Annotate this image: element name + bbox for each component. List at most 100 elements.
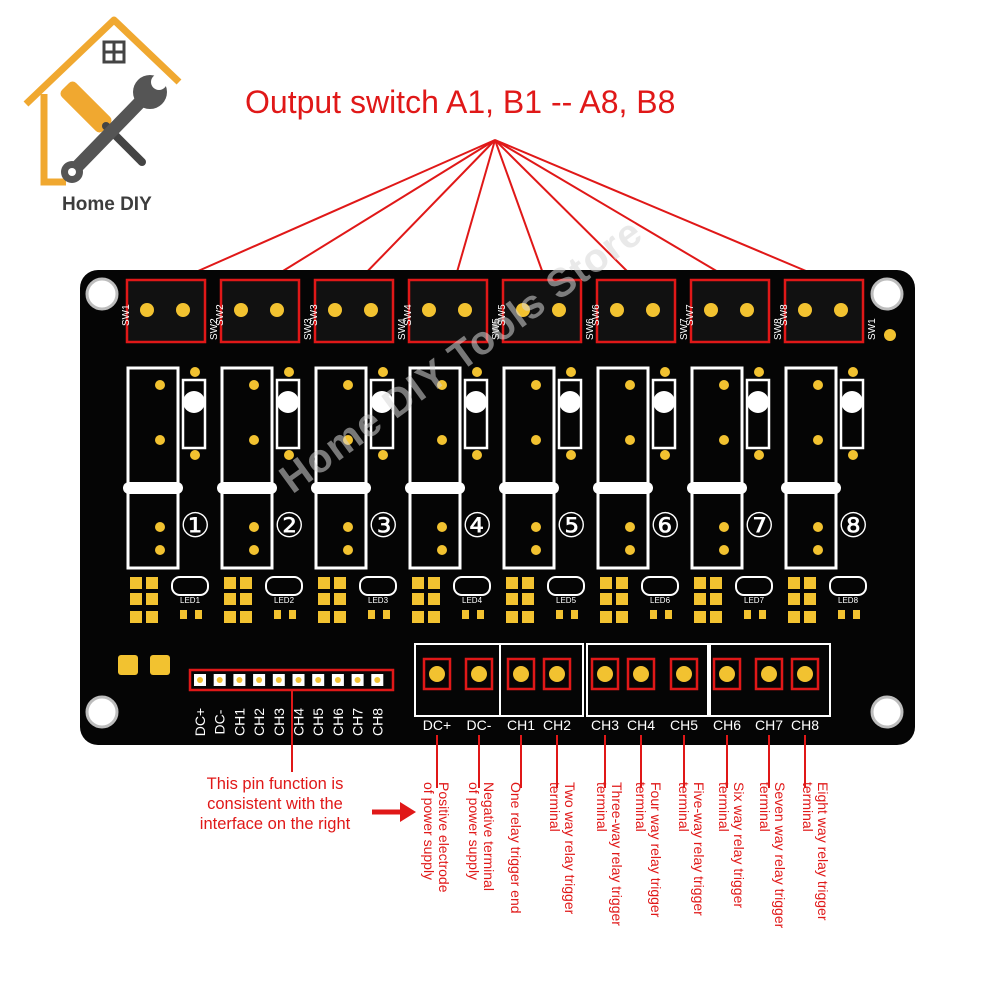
- smd-pad: [130, 577, 142, 589]
- led-pad: [477, 610, 484, 619]
- relay-number: ②: [274, 506, 304, 546]
- terminal-silk-label: CH7: [755, 717, 783, 733]
- relay-pin: [625, 522, 635, 532]
- terminal-description: Three-way relay trigger terminal: [594, 782, 625, 926]
- header-pin-hole: [275, 677, 282, 683]
- led-pad: [650, 610, 657, 619]
- terminal-description: Negative terminal of power supply: [466, 782, 497, 891]
- diode-body: [183, 391, 205, 413]
- screw-terminal-pad: [471, 666, 487, 682]
- switch-silk-label: SW7: [685, 304, 696, 326]
- smd-pad: [240, 611, 252, 623]
- terminal-silk-label: CH4: [627, 717, 655, 733]
- mounting-hole: [870, 277, 904, 311]
- terminal-silk-label: CH5: [670, 717, 698, 733]
- smd-pad: [710, 577, 722, 589]
- smd-pad: [130, 611, 142, 623]
- smd-pad: [616, 593, 628, 605]
- smd-pad: [146, 593, 158, 605]
- screw-terminal-pad: [513, 666, 529, 682]
- terminal-pad: [458, 303, 472, 317]
- terminal-description: Five-way relay trigger terminal: [676, 782, 707, 916]
- relay-pin: [719, 545, 729, 555]
- smd-pad: [428, 577, 440, 589]
- led-label: LED8: [838, 596, 859, 605]
- logo-text: Home DIY: [62, 194, 152, 215]
- relay-pin: [719, 522, 729, 532]
- header-pin-label: CH2: [251, 708, 267, 736]
- led-label: LED2: [274, 596, 295, 605]
- terminal-silk-label: CH3: [591, 717, 619, 733]
- relay-pin: [625, 435, 635, 445]
- relay-bar: [123, 482, 183, 494]
- relay-pin: [625, 380, 635, 390]
- led-label: LED5: [556, 596, 577, 605]
- relay-pin: [625, 545, 635, 555]
- smd-pad: [694, 577, 706, 589]
- relay-pin: [531, 380, 541, 390]
- terminal-description: One relay trigger end: [508, 782, 524, 914]
- led-pad: [744, 610, 751, 619]
- relay-pin: [531, 522, 541, 532]
- power-pad: [150, 655, 170, 675]
- terminal-pad: [328, 303, 342, 317]
- smd-pad: [788, 593, 800, 605]
- led-label: LED1: [180, 596, 201, 605]
- led-pad: [195, 610, 202, 619]
- switch-callout-line: [454, 139, 496, 280]
- switch-silk-label-right: SW1: [867, 318, 878, 340]
- led-pad: [759, 610, 766, 619]
- led-pad: [571, 610, 578, 619]
- screw-terminal-pad: [719, 666, 735, 682]
- diode-body: [465, 391, 487, 413]
- switch-callout-line: [494, 139, 636, 280]
- relay-pin: [813, 522, 823, 532]
- terminal-pad: [610, 303, 624, 317]
- diode-outline: [839, 378, 865, 450]
- switch-terminal-block: [125, 278, 207, 344]
- relay-pin: [754, 450, 764, 460]
- screw-terminal-pad: [633, 666, 649, 682]
- relay-pin: [155, 435, 165, 445]
- relay-pin: [155, 522, 165, 532]
- smd-pad: [224, 577, 236, 589]
- led-label: LED7: [744, 596, 765, 605]
- relay-outline: [408, 366, 462, 570]
- led-label: LED4: [462, 596, 483, 605]
- diode-body: [559, 391, 581, 413]
- relay-pin: [249, 435, 259, 445]
- relay-pin: [155, 545, 165, 555]
- smd-pad: [694, 611, 706, 623]
- screw-terminal-block: [709, 643, 831, 717]
- terminal-description: Eight way relay trigger terminal: [800, 782, 831, 921]
- smd-pad: [412, 593, 424, 605]
- power-pad: [118, 655, 138, 675]
- relay-pin: [848, 367, 858, 377]
- relay-number: ④: [462, 506, 492, 546]
- led-outline: [829, 576, 867, 596]
- terminal-pad: [552, 303, 566, 317]
- smd-pad: [804, 593, 816, 605]
- switch-silk-label: SW3: [309, 304, 320, 326]
- smd-pad: [412, 577, 424, 589]
- note-arrow: [372, 802, 416, 822]
- screw-terminal-pad: [761, 666, 777, 682]
- relay-pin: [813, 380, 823, 390]
- relay-outline: [596, 366, 650, 570]
- header-pin-label: CH3: [271, 708, 287, 736]
- header-pin-hole: [216, 677, 223, 683]
- terminal-description: Seven way relay trigger terminal: [757, 782, 788, 929]
- header-pin-label: CH4: [291, 708, 307, 736]
- screw-terminal: [422, 657, 452, 691]
- terminal-pad: [834, 303, 848, 317]
- led-pad: [556, 610, 563, 619]
- header-pin-label: CH1: [231, 708, 247, 736]
- header-pin-label: CH8: [369, 708, 385, 736]
- led-pad: [180, 610, 187, 619]
